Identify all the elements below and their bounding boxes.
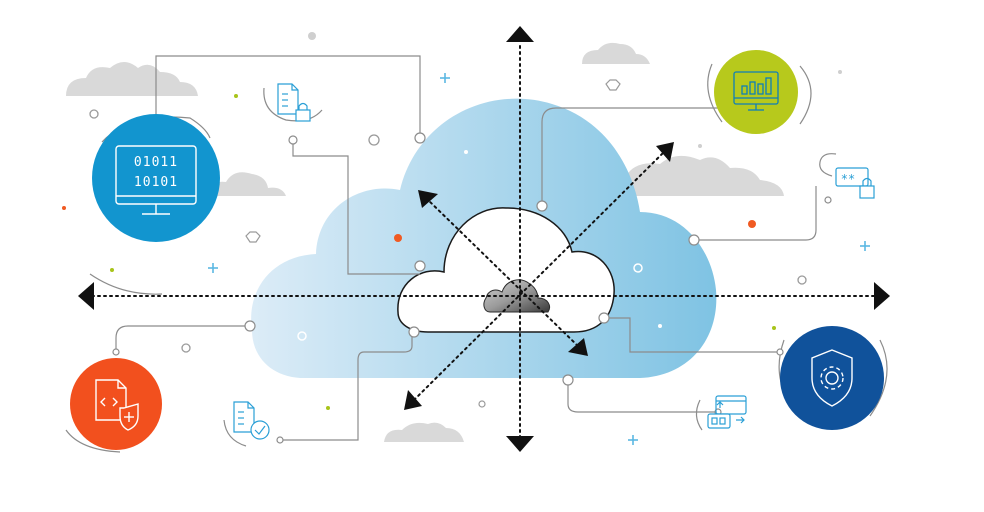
connector-dot — [408, 326, 420, 338]
decor-dot-orange — [394, 234, 402, 242]
password-mask: ** — [841, 172, 855, 186]
decor-ring — [478, 400, 486, 408]
connector-arc — [89, 273, 163, 295]
arrow-heads — [78, 26, 890, 452]
grey-cloud — [602, 155, 784, 196]
decor-dot — [698, 144, 702, 148]
connector-line — [280, 332, 413, 441]
shield-gear-node — [780, 326, 884, 430]
arrow-head-left — [78, 282, 94, 310]
arrow-head-diag — [568, 338, 588, 356]
connector-dot — [244, 320, 256, 332]
grey-cloud — [66, 62, 198, 96]
decor-dot — [308, 32, 316, 40]
shield-gear-icon — [811, 349, 853, 407]
decor-dot-orange — [62, 206, 66, 210]
connector-dot — [276, 436, 284, 444]
code-security-node-circle — [70, 358, 162, 450]
analytics-node-circle — [714, 50, 798, 134]
binary-monitor-node: 01011 10101 — [92, 114, 220, 242]
decor-plus — [208, 73, 870, 445]
decor-dot-orange — [748, 220, 756, 228]
decor-dot — [838, 70, 842, 74]
decor-dot — [658, 324, 662, 328]
connector-line — [541, 107, 742, 204]
decor-hexagon — [605, 79, 621, 91]
connector-line — [155, 55, 421, 138]
dotted-arrows — [91, 45, 877, 441]
decor-dot — [464, 150, 468, 154]
connector-line — [604, 317, 780, 353]
connector-arc — [223, 419, 247, 447]
analytics-monitor-node — [714, 50, 798, 134]
connector-dot — [562, 374, 574, 386]
connector-arc — [869, 339, 888, 417]
connector-dot — [112, 348, 120, 356]
decor-ring — [181, 343, 191, 353]
connector-arc — [707, 63, 723, 123]
cloud-icon — [483, 279, 551, 313]
decor-dot-green — [234, 94, 238, 98]
code-document-shield-icon — [95, 379, 139, 431]
connector-line — [696, 186, 817, 241]
connector-dot — [414, 260, 426, 272]
binary-line-2: 10101 — [134, 175, 178, 190]
password-lock-icon — [835, 167, 875, 199]
binary-monitor-icon — [115, 145, 197, 215]
document-check-icon — [233, 401, 270, 440]
connector-line — [292, 140, 420, 275]
shield-node-circle — [780, 326, 884, 430]
decor-dot-green — [772, 326, 776, 330]
connector-arc — [799, 65, 812, 125]
decor-ring — [633, 263, 643, 273]
arrow-head-right — [874, 282, 890, 310]
bar-chart-monitor-icon — [733, 71, 779, 111]
decor-ring — [368, 134, 380, 146]
connector-arc — [65, 429, 121, 453]
grey-cloud — [206, 172, 286, 196]
decor-ring — [297, 331, 307, 341]
decorations — [62, 32, 870, 445]
arrow-head-diag — [418, 190, 438, 208]
decor-dot-green — [110, 268, 114, 272]
binary-line-1: 01011 — [134, 155, 178, 170]
connector-dot — [776, 348, 784, 356]
background-clouds — [66, 42, 784, 442]
grey-cloud — [582, 42, 650, 64]
connector-dot — [288, 135, 298, 145]
document-lock-icon — [277, 83, 311, 122]
decor-dot-green — [326, 406, 330, 410]
connector-line — [567, 380, 718, 413]
connector-arc — [695, 399, 703, 431]
arrow-line-diagonal — [413, 151, 665, 401]
connector-line — [115, 325, 250, 352]
arrow-line-diagonal — [425, 197, 581, 349]
connector-arc — [819, 153, 837, 177]
connector-dot — [824, 196, 832, 204]
grey-cloud — [384, 422, 464, 442]
arrow-head-up — [506, 26, 534, 42]
connector-arc — [263, 87, 323, 122]
arrow-head-down — [506, 436, 534, 452]
decor-ring — [89, 109, 99, 119]
connector-dot — [536, 200, 548, 212]
connector-dot — [598, 312, 610, 324]
browser-transfer-icon — [707, 395, 747, 429]
decor-hexagon — [245, 231, 261, 243]
arrow-head-diag — [404, 390, 422, 410]
connector-dot — [688, 234, 700, 246]
code-security-node — [70, 358, 162, 450]
connector-nodes — [112, 132, 832, 444]
decor-ring — [797, 275, 807, 285]
arrow-head-diag — [656, 142, 674, 162]
center-white-cloud — [397, 207, 615, 333]
connector-dot — [414, 132, 426, 144]
